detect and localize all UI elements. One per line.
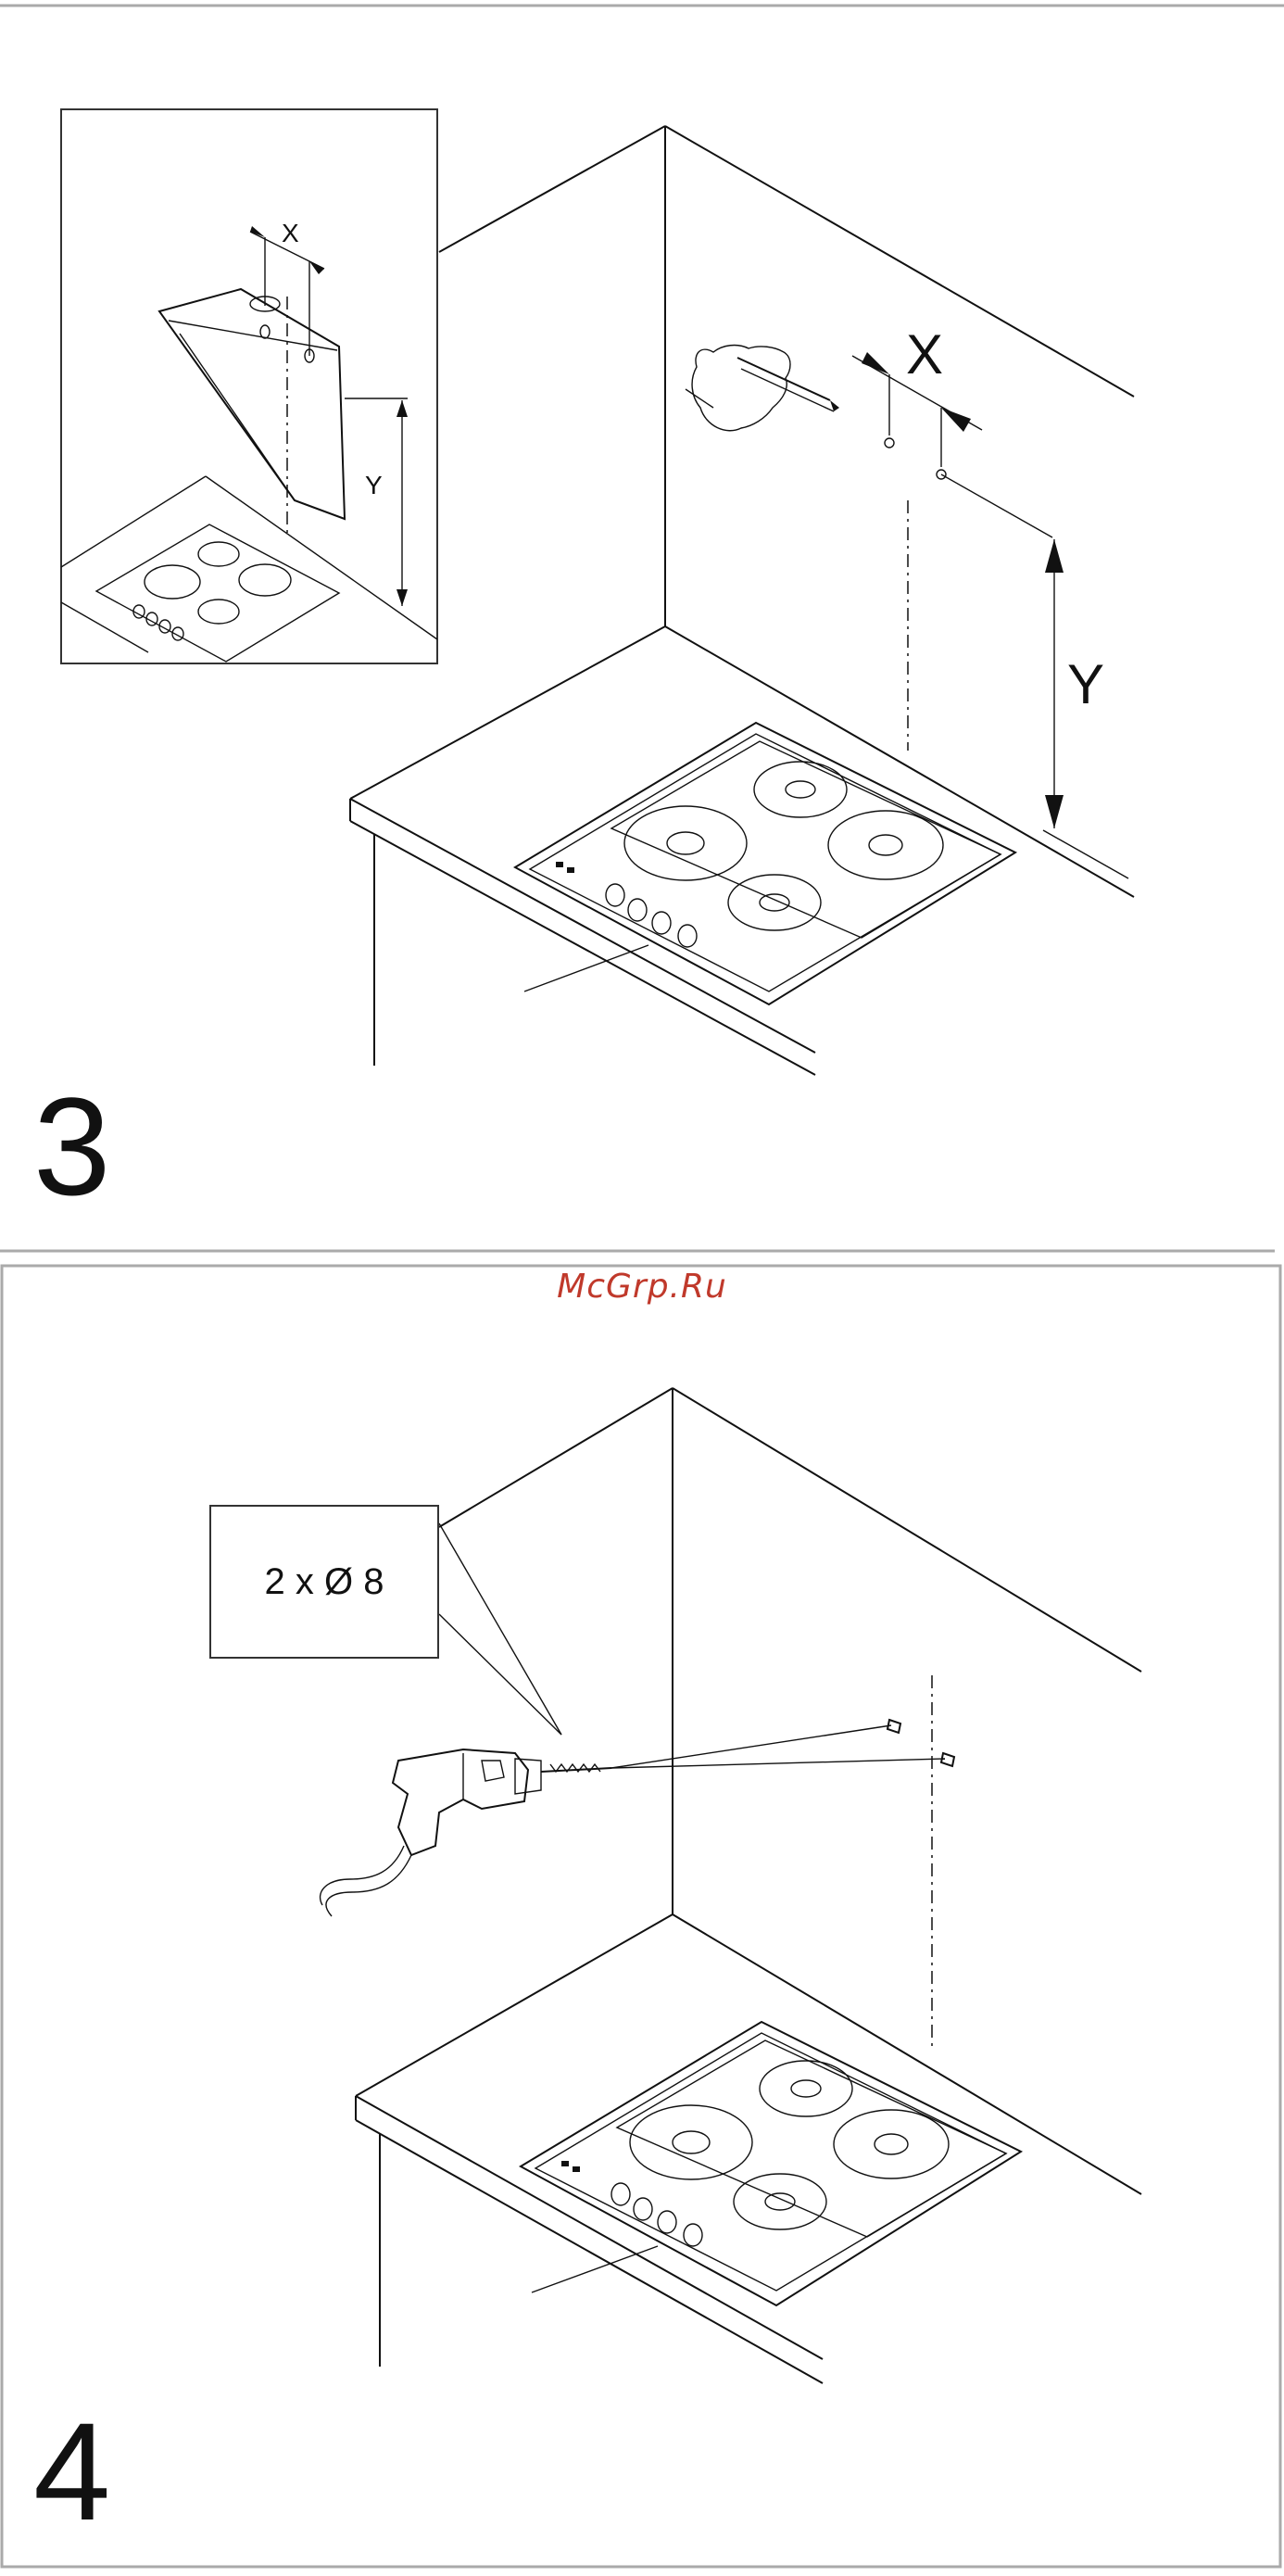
inset-dimension-y-label: Y [365, 471, 383, 500]
inset-detail [61, 109, 437, 663]
hob-icon [515, 723, 1015, 1004]
step-number-4: 4 [33, 2402, 110, 2541]
hob-icon [521, 2022, 1021, 2305]
drill-marks [852, 352, 1128, 878]
step-4-illustration [0, 1253, 1284, 2576]
drill-icon [321, 1749, 611, 1916]
step-3-illustration [0, 0, 1284, 1253]
step-3-panel: X Y X Y 3 [0, 0, 1284, 1253]
dimension-x-label: X [906, 322, 943, 386]
step-4-panel: 4 [0, 1253, 1284, 2576]
watermark: McGrp.Ru [0, 1268, 1284, 1306]
drill-size-callout: 2 x Ø 8 [209, 1505, 439, 1659]
drill-holes [611, 1720, 954, 1768]
step-number-3: 3 [33, 1077, 110, 1216]
inset-dimension-x-label: X [282, 219, 299, 248]
worktop [350, 799, 815, 1075]
callout-pointer [439, 1523, 561, 1735]
wall-corner [356, 1388, 1141, 2194]
wall-corner [350, 126, 1134, 897]
hand-pencil-icon [686, 346, 839, 431]
dimension-y-label: Y [1067, 652, 1104, 716]
